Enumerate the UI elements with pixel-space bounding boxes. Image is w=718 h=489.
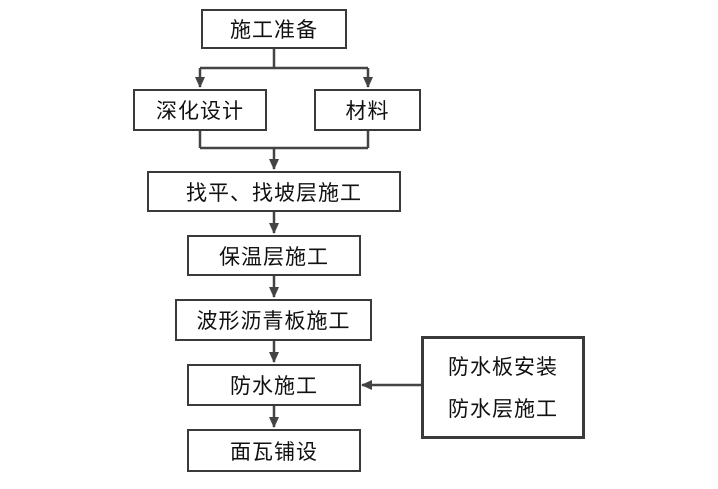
node-waterproof-board-side: 防水板安装 防水层施工 [421, 336, 585, 439]
side-box-line-1: 防水板安装 [448, 354, 558, 379]
side-box-line-2: 防水层施工 [448, 396, 558, 421]
node-corrugated-asphalt-board: 波形沥青板施工 [175, 299, 372, 341]
node-construction-prep: 施工准备 [201, 9, 347, 49]
node-detailed-design: 深化设计 [133, 89, 267, 131]
node-materials: 材料 [314, 89, 421, 131]
node-leveling-slope-layer: 找平、找坡层施工 [147, 171, 401, 212]
node-waterproofing: 防水施工 [187, 364, 361, 406]
node-roof-tile-laying: 面瓦铺设 [187, 429, 361, 472]
node-insulation-layer: 保温层施工 [187, 235, 361, 276]
